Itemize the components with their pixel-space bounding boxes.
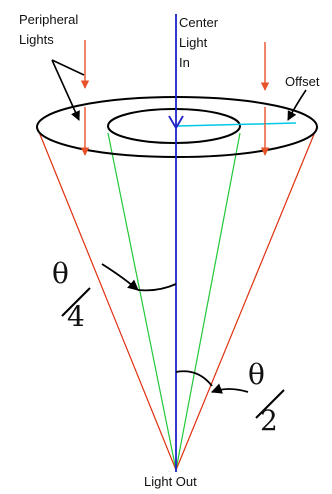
quarter-angle-pointer <box>101 263 139 291</box>
peripheral-label-pointer-2 <box>51 59 80 121</box>
peripheral-label-pointer <box>51 59 85 76</box>
outer-cone-left-edge <box>36 126 177 471</box>
half-angle-arc <box>175 370 213 387</box>
peripheral-lights-label-line2: Lights <box>19 32 54 47</box>
quarter-angle-arc <box>137 283 177 292</box>
half-angle-slash <box>255 389 285 419</box>
offset-line <box>177 122 297 127</box>
quarter-angle-denominator: 4 <box>67 300 85 333</box>
light-out-label: Light Out <box>144 474 197 489</box>
inner-ring-ellipse <box>107 108 241 144</box>
half-angle-pointer <box>210 383 249 394</box>
inner-cone-right-edge <box>175 132 241 471</box>
outer-ring-ellipse <box>36 96 318 158</box>
quarter-angle-slash <box>61 287 91 317</box>
offset-label: Offset <box>285 74 320 89</box>
offset-label-pointer <box>287 89 307 121</box>
center-light-label-line3: In <box>179 55 190 70</box>
quarter-angle-theta: θ <box>52 257 69 290</box>
outer-cone-right-edge <box>175 126 318 471</box>
inner-cone-left-edge <box>107 132 177 471</box>
center-light-arrowhead <box>168 115 184 130</box>
center-light-label-line2: Light <box>179 35 208 50</box>
half-angle-denominator: 2 <box>260 404 278 437</box>
center-light-label-line1: Center <box>179 15 219 30</box>
half-angle-theta: θ <box>248 358 265 391</box>
peripheral-lights-label-line1: Peripheral <box>19 12 78 27</box>
